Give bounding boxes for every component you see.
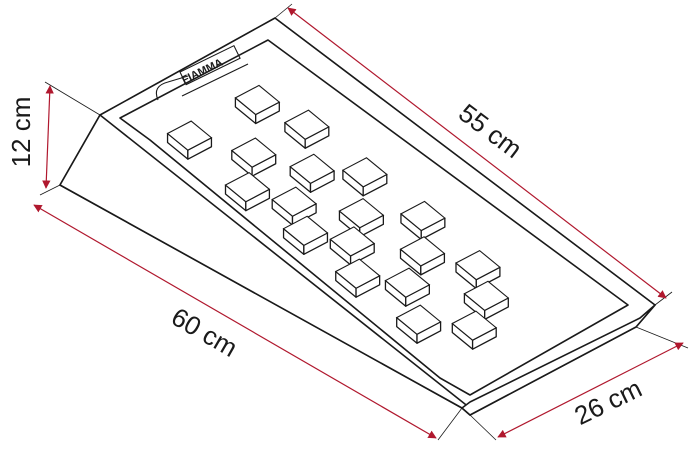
logo-swoosh: [155, 75, 189, 101]
dimension-lines: [33, 7, 684, 439]
tread-block-top: [234, 84, 281, 116]
tread-block-top: [230, 137, 277, 168]
top-length-dimension-line: [287, 7, 667, 299]
height-label: 12 cm: [6, 97, 36, 168]
extension-lines: [39, 3, 689, 441]
logo-underline: [181, 63, 249, 97]
tread-block-top: [166, 120, 213, 151]
top-length-label: 55 cm: [453, 98, 528, 165]
bottom-length-dimension-line: [33, 204, 437, 439]
bottom-length-label: 60 cm: [166, 302, 242, 363]
tread-block-top: [451, 310, 498, 341]
logo-plate: [179, 44, 241, 86]
height-dimension-line: [42, 85, 54, 189]
width-dimension-line: [497, 342, 684, 438]
tread-block-top: [224, 171, 271, 203]
